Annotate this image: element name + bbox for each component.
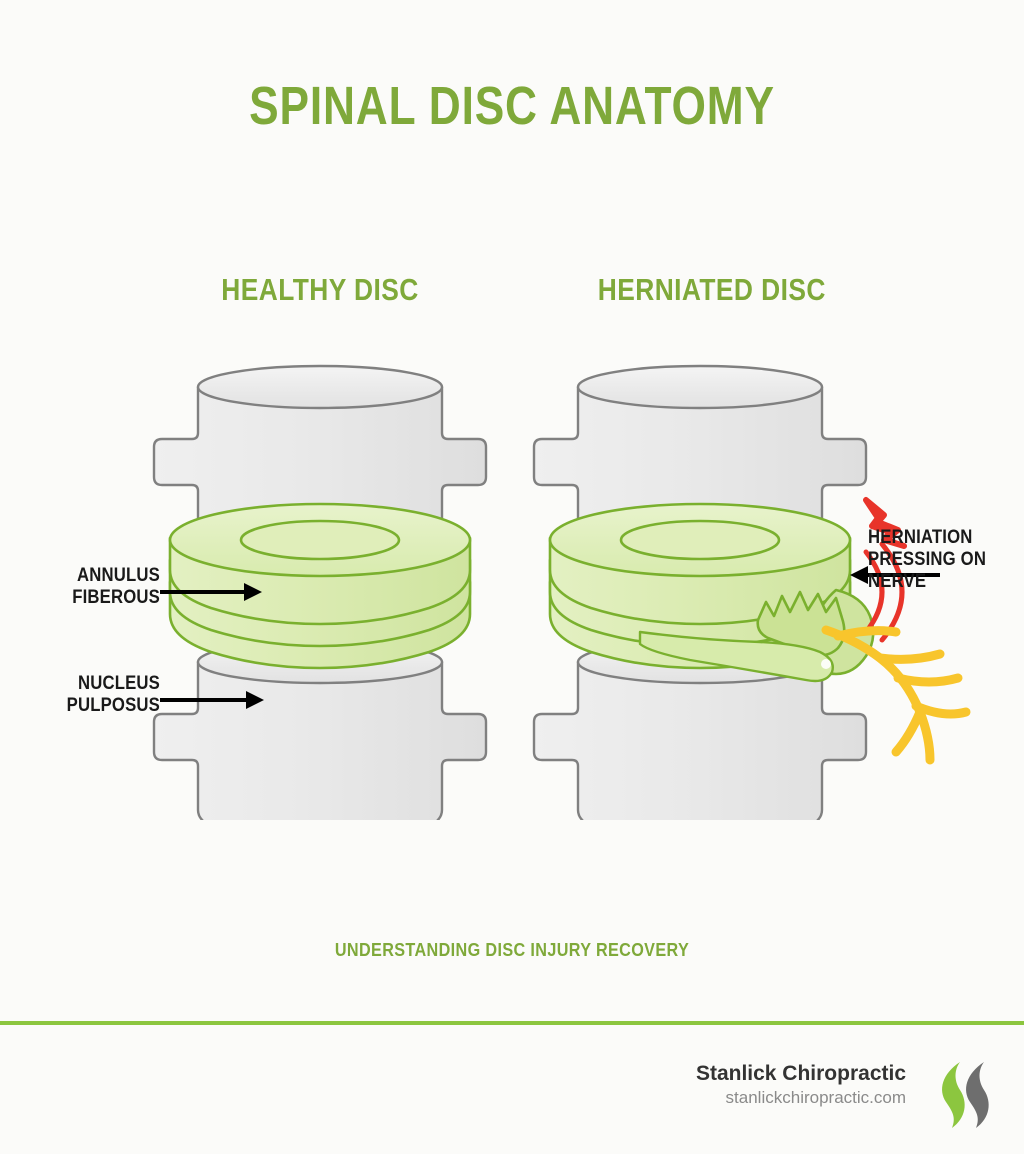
herniation-bulge — [638, 588, 875, 683]
healthy-disc — [168, 502, 472, 670]
column-heading-herniated: HERNIATED DISC — [597, 272, 826, 307]
annotation-label-annulus-fiberous: ANNULUS FIBEROUS — [72, 565, 160, 609]
herniated-disc-column — [532, 364, 971, 820]
brand-url: stanlickchiropractic.com — [725, 1088, 906, 1108]
annotation-arrow-annulus — [160, 583, 262, 601]
nerve-root-icon — [821, 625, 971, 765]
annotation-label-nucleus-pulposus: NUCLEUS PULPOSUS — [66, 673, 160, 717]
stanlick-chiropractic-logo-icon — [942, 1062, 989, 1128]
pain-lightning-icon — [863, 497, 907, 549]
brand-name: Stanlick Chiropractic — [695, 1062, 906, 1085]
annotation-label-herniation-pressing-on-nerve: HERNIATION PRESSING ON NERVE — [868, 527, 987, 593]
annotation-arrow-nucleus — [160, 691, 264, 709]
annotation-arrow-herniation — [850, 566, 940, 584]
brand-block: Stanlick Chiropractic stanlickchiropract… — [696, 1061, 906, 1109]
footer-divider — [0, 1021, 1024, 1025]
page-title: SPINAL DISC ANATOMY — [249, 76, 775, 136]
column-heading-healthy: HEALTHY DISC — [221, 272, 419, 307]
spinal-disc-diagram — [152, 364, 971, 820]
herniated-disc — [548, 502, 875, 683]
footer-tagline: UNDERSTANDING DISC INJURY RECOVERY — [334, 940, 690, 960]
